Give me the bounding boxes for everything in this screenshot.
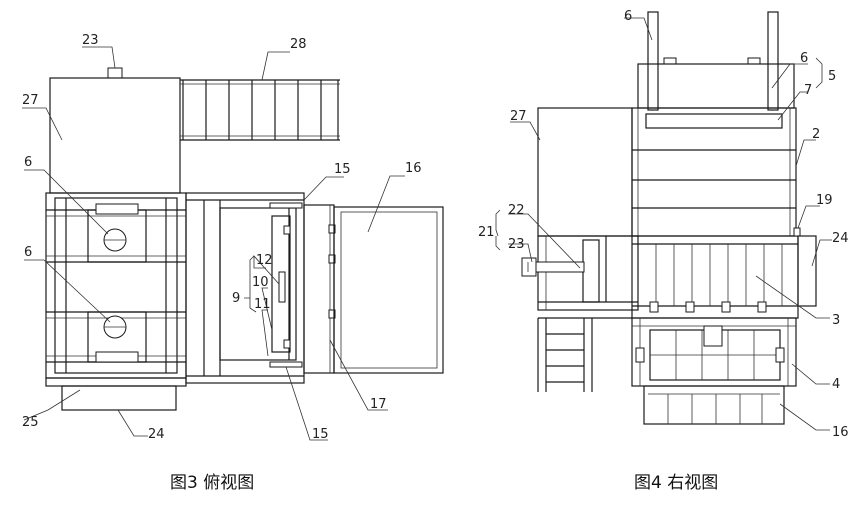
- part-16-tray: [643, 385, 785, 425]
- leader-25: [23, 389, 81, 421]
- part-3-compartment: [631, 235, 799, 319]
- leader-16: [367, 175, 405, 233]
- leader-15b: [285, 366, 328, 441]
- part-15-rail-top: [269, 202, 303, 209]
- part-27-box: [537, 107, 633, 237]
- label-25: 25: [22, 415, 39, 430]
- part-4-lower-frame: [631, 317, 797, 387]
- side-ladder: [537, 317, 632, 392]
- label-11: 11: [254, 297, 271, 312]
- part-16-box: [333, 206, 444, 374]
- leader-28: [261, 51, 290, 81]
- part-23-cylinder: [521, 257, 537, 277]
- leader-6-post: [624, 17, 653, 41]
- leader-24: [811, 239, 832, 267]
- label-9: 9: [232, 291, 240, 306]
- label-6-lower: 6: [24, 245, 32, 260]
- figure-3-top-view: 23 28 27 6 15 16 6 12 9 10 11 25 24 15 1…: [22, 33, 444, 493]
- leader-12: [253, 254, 280, 285]
- label-28: 28: [290, 37, 307, 52]
- figure-4-caption: 图4 右视图: [634, 473, 718, 493]
- part-7-bar: [645, 113, 783, 129]
- label-5: 5: [828, 69, 836, 84]
- leader-10: [261, 287, 273, 331]
- leader-15a: [303, 176, 344, 201]
- label-22: 22: [508, 203, 525, 218]
- label-21: 21: [478, 225, 495, 240]
- label-4: 4: [832, 377, 840, 392]
- part-27-box: [49, 77, 181, 194]
- leader-16: [779, 403, 830, 431]
- part-23-knob: [107, 67, 123, 79]
- label-17: 17: [370, 397, 387, 412]
- label-6-post: 6: [624, 9, 632, 24]
- part-15-rail-bottom: [269, 361, 303, 368]
- part-25-base-plate: [45, 377, 187, 387]
- press-chamber: [185, 192, 305, 384]
- leader-24: [117, 409, 148, 437]
- label-27: 27: [22, 93, 39, 108]
- label-10: 10: [252, 275, 269, 290]
- label-23: 23: [82, 33, 99, 48]
- leader-27: [22, 107, 63, 141]
- part-24-block: [797, 235, 817, 307]
- leader-6a: [24, 169, 109, 235]
- label-16: 16: [832, 425, 849, 440]
- part-28-ladder: [180, 79, 340, 141]
- leader-21-bracket-low: [495, 236, 501, 251]
- part-6-post-left: [647, 11, 659, 111]
- leader-27: [510, 121, 541, 141]
- label-6-upper: 6: [24, 155, 32, 170]
- label-2: 2: [812, 127, 820, 142]
- part-24-lower-block: [61, 385, 177, 411]
- leader-9-bracket: [244, 255, 255, 299]
- main-frame: [45, 192, 187, 379]
- label-6-frame: 6: [800, 51, 808, 66]
- label-15-upper: 15: [334, 162, 351, 177]
- label-24: 24: [148, 427, 165, 442]
- part-2-body: [631, 107, 797, 237]
- leader-23: [508, 243, 533, 263]
- leader-5-bracket: [815, 57, 823, 89]
- leader-4: [791, 363, 830, 385]
- leader-21-bracket: [495, 209, 501, 237]
- part-6-post-right: [767, 11, 779, 111]
- label-3: 3: [832, 313, 840, 328]
- label-27: 27: [510, 109, 527, 124]
- leader-22: [508, 213, 581, 269]
- label-7: 7: [804, 83, 812, 98]
- label-12: 12: [256, 253, 273, 268]
- leader-6b: [24, 259, 111, 323]
- leader-2: [795, 139, 816, 167]
- leader-7: [777, 91, 808, 121]
- figure-4-right-view: 6 6 5 7 27 2 22 21 19 23 24 3 4 16 图4 右视…: [478, 9, 849, 493]
- leader-19: [797, 205, 820, 229]
- leader-6-frame: [771, 63, 808, 89]
- leader-3: [755, 275, 830, 319]
- part-19-pin: [793, 227, 801, 237]
- label-15-lower: 15: [312, 427, 329, 442]
- part-5-top-frame: [637, 63, 795, 109]
- part-12-plate: [278, 271, 286, 303]
- leader-11: [261, 309, 269, 357]
- label-23: 23: [508, 237, 525, 252]
- leader-17: [329, 339, 388, 411]
- part-22-chamber: [537, 235, 639, 311]
- figure-3-caption: 图3 俯视图: [170, 473, 254, 493]
- label-24: 24: [832, 231, 849, 246]
- label-19: 19: [816, 193, 833, 208]
- leader-9-bracket-low: [249, 298, 257, 313]
- leader-23: [82, 46, 116, 69]
- label-16: 16: [405, 161, 422, 176]
